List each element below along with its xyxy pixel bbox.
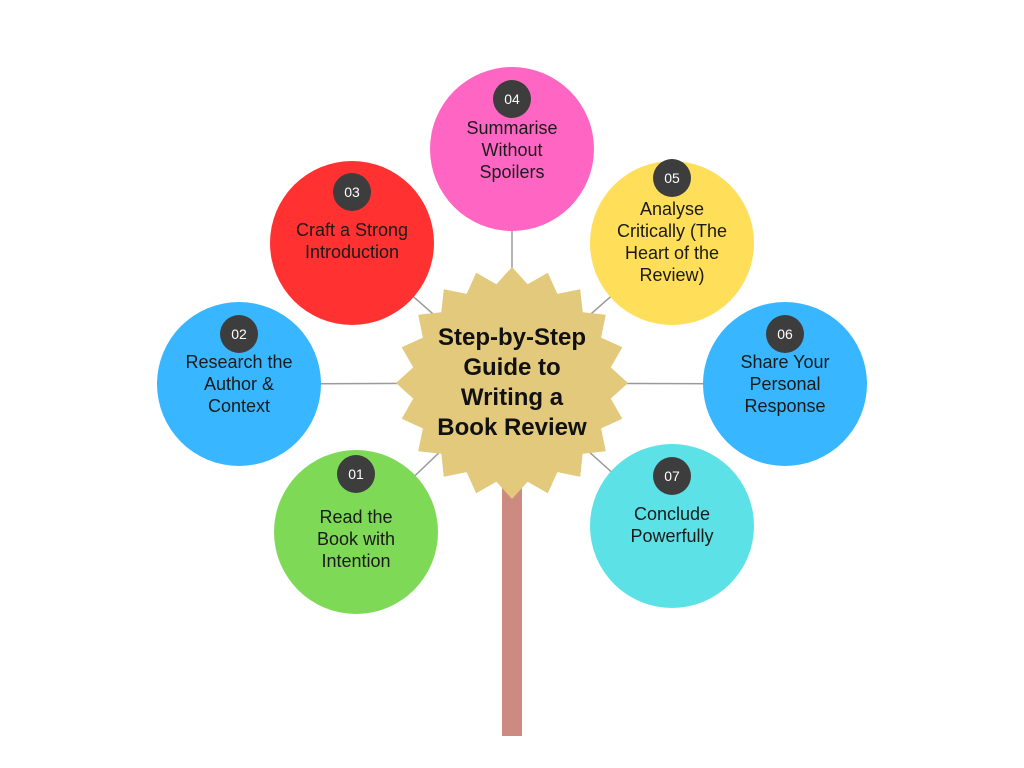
step-02-circle: 02 Research the Author & Context xyxy=(157,302,321,466)
step-04-badge: 04 xyxy=(493,80,531,118)
step-06-circle: 06 Share Your Personal Response xyxy=(703,302,867,466)
step-03-badge: 03 xyxy=(333,173,371,211)
step-07-circle: 07 Conclude Powerfully xyxy=(590,444,754,608)
step-04-label: Summarise Without Spoilers xyxy=(466,118,558,182)
step-06-badge: 06 xyxy=(766,315,804,353)
step-07-label: Conclude Powerfully xyxy=(630,504,714,546)
step-04-circle: 04 Summarise Without Spoilers xyxy=(430,67,594,231)
step-03-circle: 03 Craft a Strong Introduction xyxy=(270,161,434,325)
step-07-badge: 07 xyxy=(653,457,691,495)
step-05-circle: 05 Analyse Critically (The Heart of the … xyxy=(590,159,754,325)
step-02-badge: 02 xyxy=(220,315,258,353)
center-starburst xyxy=(396,267,628,499)
step-02-label: Research the Author & Context xyxy=(185,352,293,416)
step-01-label: Read the Book with Intention xyxy=(316,507,396,571)
stem xyxy=(502,470,522,736)
step-03-label: Craft a Strong Introduction xyxy=(295,220,409,262)
step-01-badge: 01 xyxy=(337,455,375,493)
step-05-badge: 05 xyxy=(653,159,691,197)
step-06-label: Share Your Personal Response xyxy=(740,352,830,416)
diagram-title: Step-by-Step Guide to Writing a Book Rev… xyxy=(437,324,587,441)
step-05-label: Analyse Critically (The Heart of the Rev… xyxy=(616,199,727,285)
step-01-circle: 01 Read the Book with Intention xyxy=(274,450,438,614)
